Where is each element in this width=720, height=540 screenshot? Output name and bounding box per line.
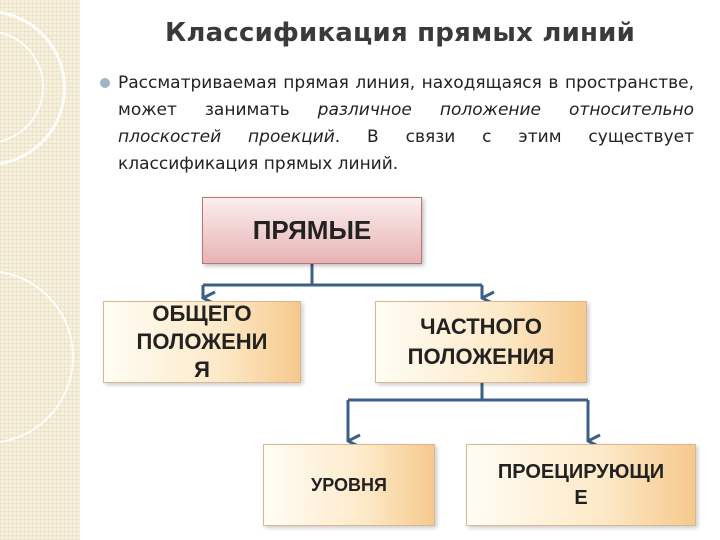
node-particular-position: ЧАСТНОГО ПОЛОЖЕНИЯ: [375, 301, 587, 383]
node-general-line3: Я: [137, 356, 268, 384]
node-particular-line2: ПОЛОЖЕНИЯ: [408, 342, 555, 372]
node-projecting-lines: ПРОЕЦИРУЮЩИ Е: [466, 444, 696, 526]
node-level-lines: УРОВНЯ: [263, 444, 435, 526]
node-general-line1: ОБЩЕГО: [137, 300, 268, 328]
node-level-label: УРОВНЯ: [311, 475, 387, 496]
node-root-label: ПРЯМЫЕ: [253, 215, 372, 246]
node-general-line2: ПОЛОЖЕНИ: [137, 328, 268, 356]
node-general-position: ОБЩЕГО ПОЛОЖЕНИ Я: [103, 301, 301, 383]
node-particular-line1: ЧАСТНОГО: [408, 312, 555, 342]
node-projecting-line1: ПРОЕЦИРУЮЩИ: [498, 459, 664, 485]
node-projecting-line2: Е: [498, 485, 664, 511]
node-root-lines: ПРЯМЫЕ: [202, 197, 422, 264]
